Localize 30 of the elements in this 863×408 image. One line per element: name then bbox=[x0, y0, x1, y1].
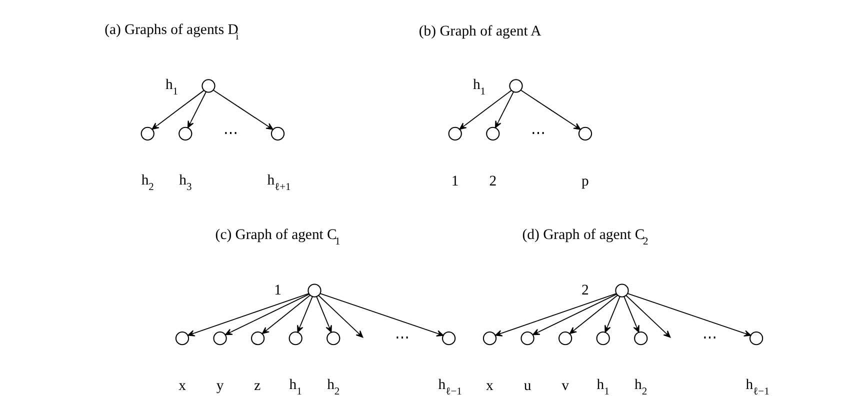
node-label: h$_{3}$ bbox=[179, 172, 192, 193]
node-label: x bbox=[178, 378, 186, 394]
node-label: 1 bbox=[451, 173, 459, 190]
label: ⋯ bbox=[702, 330, 718, 346]
node-label: h$_{1}$ bbox=[472, 76, 486, 98]
node-label: v bbox=[562, 378, 569, 394]
node-label: y bbox=[216, 378, 224, 394]
node-label: h$_{2}$ bbox=[634, 376, 648, 398]
node-label: h$_{2}$ bbox=[327, 376, 340, 398]
node-label: h$_{1}$ bbox=[165, 76, 178, 98]
node-label: h$_{ℓ−1}$ bbox=[438, 376, 462, 398]
node-label: h$_{1}$ bbox=[289, 376, 302, 398]
node-label: x bbox=[486, 378, 494, 394]
node-label: 2 bbox=[582, 282, 589, 298]
node-label: 2 bbox=[489, 173, 497, 190]
node-label: h$_{1}$ bbox=[596, 376, 610, 398]
label: ⋯ bbox=[224, 126, 239, 142]
node-label: p bbox=[582, 173, 589, 190]
node-label: u bbox=[524, 378, 532, 394]
node-label: 1 bbox=[274, 282, 282, 298]
node-label: z bbox=[254, 378, 261, 394]
label: (c) Graph of agent C$_{1}$ bbox=[215, 226, 340, 248]
label: ⋯ bbox=[394, 330, 410, 346]
label: (d) Graph of agent C$_{2}$ bbox=[522, 226, 648, 248]
label: ⋯ bbox=[531, 126, 546, 142]
label: (a) Graphs of agents D$_{i}$ bbox=[104, 22, 239, 43]
node-label: h$_{ℓ+1}$ bbox=[267, 172, 291, 193]
label: (b) Graph of agent A bbox=[418, 23, 542, 40]
node-label: h$_{2}$ bbox=[141, 172, 154, 193]
node-label: h$_{ℓ−1}$ bbox=[746, 376, 770, 398]
